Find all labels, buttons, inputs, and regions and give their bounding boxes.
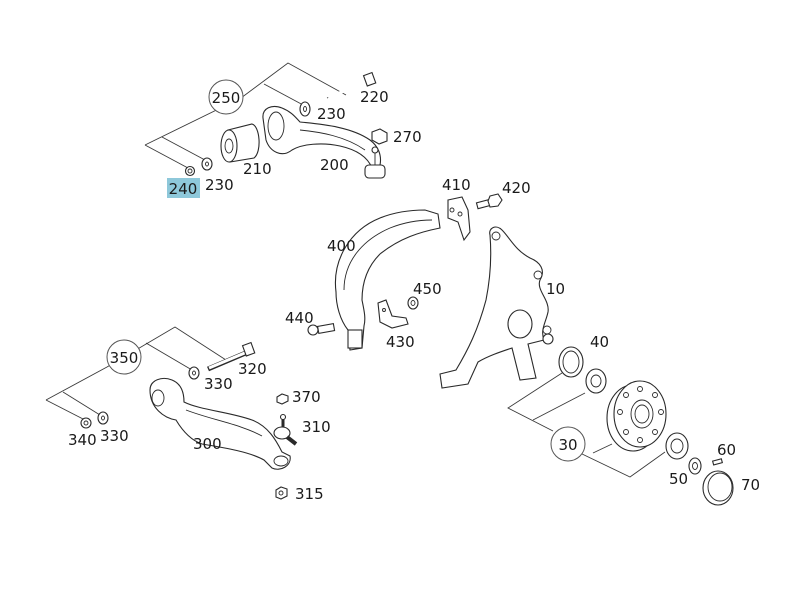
part-bearing-inner (585, 368, 607, 394)
part-230-washer-lower (201, 157, 213, 171)
label-70: 70 (741, 476, 760, 494)
part-hub (606, 380, 667, 452)
part-310-ball-joint (273, 413, 298, 446)
part-410-clip (447, 196, 471, 242)
part-40-seal (558, 346, 584, 378)
label-40: 40 (590, 333, 609, 351)
part-450-nut (407, 296, 419, 310)
part-320-bolt (207, 341, 256, 372)
part-230-washer (299, 101, 311, 117)
label-330-upper: 330 (204, 375, 233, 393)
label-30: 30 (558, 436, 577, 454)
label-230-upper: 230 (317, 105, 346, 123)
part-400-bracket (334, 209, 441, 351)
part-240-nut (184, 165, 196, 177)
part-340-nut (80, 417, 92, 429)
label-400: 400 (327, 237, 356, 255)
label-250: 250 (212, 89, 241, 107)
part-bearing-outer (665, 432, 689, 460)
label-200: 200 (320, 156, 349, 174)
part-420-bolt (475, 193, 503, 210)
label-300: 300 (193, 435, 222, 453)
part-60-screw (711, 458, 724, 466)
part-210-bushing (220, 123, 260, 163)
label-230-lower: 230 (205, 176, 234, 194)
part-440-bolt (307, 323, 336, 336)
callout-350: 350 (106, 339, 142, 375)
label-50: 50 (669, 470, 688, 488)
part-315-nut (275, 486, 288, 500)
label-240: 240 (169, 180, 198, 198)
label-450: 450 (413, 280, 442, 298)
label-315: 315 (295, 485, 324, 503)
part-270-nut (371, 128, 388, 145)
label-420: 420 (502, 179, 531, 197)
label-340: 340 (68, 431, 97, 449)
label-220: 220 (360, 88, 389, 106)
part-70-dust-cap (702, 470, 734, 506)
label-210: 210 (243, 160, 272, 178)
callout-240-highlighted: 240 (167, 178, 200, 198)
label-370: 370 (292, 388, 321, 406)
part-330-washer-lower (97, 411, 109, 425)
label-320: 320 (238, 360, 267, 378)
part-220-bolt (326, 71, 377, 99)
part-370-nut (276, 393, 289, 405)
part-430-clip (377, 299, 409, 329)
part-50-washer (688, 457, 702, 475)
callout-30: 30 (550, 426, 586, 462)
label-330-lower: 330 (100, 427, 129, 445)
callout-250: 250 (208, 79, 244, 115)
label-10: 10 (546, 280, 565, 298)
label-310: 310 (302, 418, 331, 436)
part-200-control-arm (262, 105, 386, 179)
part-300-control-arm (149, 377, 291, 470)
part-330-washer (188, 366, 200, 380)
leader-lines-30 (507, 372, 666, 478)
part-10-steering-knuckle (439, 226, 554, 389)
label-350: 350 (110, 349, 139, 367)
label-440: 440 (285, 309, 314, 327)
label-270: 270 (393, 128, 422, 146)
label-430: 430 (386, 333, 415, 351)
leader-lines-250 (144, 62, 347, 169)
leader-lines-350 (45, 326, 227, 421)
label-410: 410 (442, 176, 471, 194)
label-60: 60 (717, 441, 736, 459)
